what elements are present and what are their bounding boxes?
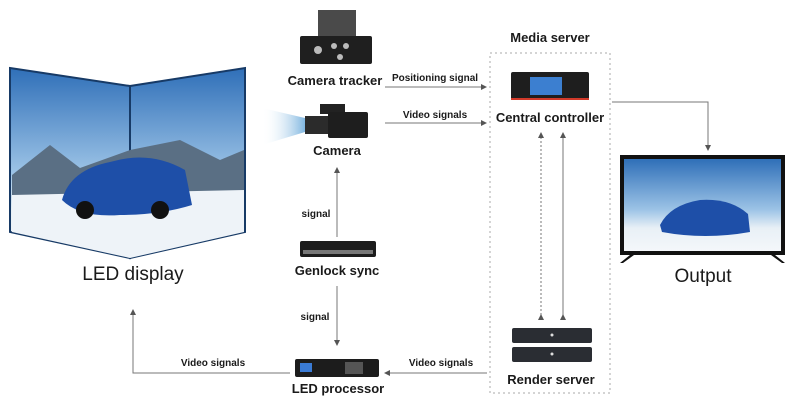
- edge-label-render-video: Video signals: [409, 358, 474, 369]
- light-cone: [262, 108, 305, 145]
- render-server-label: Render server: [507, 372, 594, 387]
- edge-label-genlock-camera: signal: [302, 209, 331, 220]
- edge-label-display-video: Video signals: [181, 358, 246, 369]
- edge-label-camera-video: Video signals: [403, 110, 468, 121]
- led-processor-label: LED processor: [292, 381, 384, 396]
- render-server-icon: [512, 328, 592, 362]
- led-display-image: [9, 66, 246, 260]
- led-display-label: LED display: [82, 264, 184, 285]
- media-server-group: [489, 52, 611, 394]
- edge-label-positioning: Positioning signal: [392, 73, 478, 84]
- camera-icon: [305, 104, 368, 138]
- genlock-sync-label: Genlock sync: [295, 263, 380, 278]
- edge-label-genlock-processor: signal: [301, 312, 330, 323]
- media-server-label: Media server: [510, 30, 590, 45]
- edge-processor-display: [130, 309, 290, 374]
- central-controller-label: Central controller: [496, 110, 604, 125]
- output-label: Output: [674, 266, 732, 287]
- central-controller-icon: [511, 72, 589, 100]
- camera-tracker-icon: [300, 10, 372, 64]
- edge-controller-output: [612, 101, 711, 151]
- genlock-sync-icon: [300, 241, 376, 257]
- camera-tracker-label: Camera tracker: [288, 73, 383, 88]
- output-tv-icon: [620, 155, 785, 263]
- camera-label: Camera: [313, 143, 361, 158]
- car-icon: [62, 157, 192, 216]
- led-processor-icon: [295, 359, 379, 377]
